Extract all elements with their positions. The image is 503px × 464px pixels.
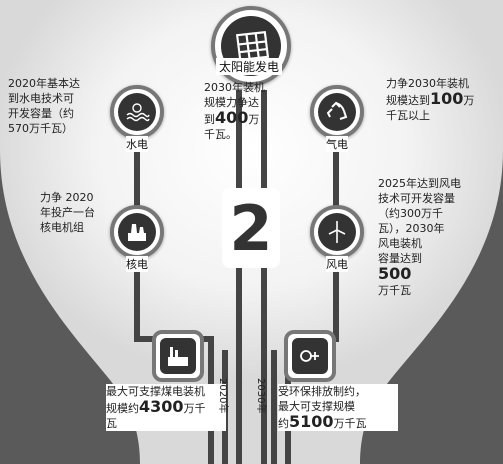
gas-text: 力争2030年装机 规模达到100万 千瓦以上: [386, 77, 475, 122]
coal-text: 最大可支撑煤电装机 规模约4300万千 瓦: [106, 384, 226, 431]
nuclear-plant-icon: [118, 213, 156, 251]
factory-icon: [160, 338, 196, 374]
emission-node: [284, 330, 336, 382]
nuclear-label: 核电: [126, 256, 148, 272]
gas-label: 气电: [326, 136, 348, 152]
gas-node: [310, 85, 364, 139]
valve-pipe-icon: [292, 338, 328, 374]
wind-label: 风电: [326, 256, 348, 272]
year-label-2030: 2030年: [255, 378, 266, 414]
recycle-icon: [318, 93, 356, 131]
wind-turbine-icon: [318, 213, 356, 251]
hydro-label: 水电: [126, 136, 148, 152]
wind-node: [310, 205, 364, 259]
hydro-node: [110, 85, 164, 139]
right-pipe-outer: [271, 350, 277, 464]
coal-plant-node: [152, 330, 204, 382]
center-number: 2: [222, 188, 280, 268]
wind-text: 2025年达到风电 技术可开发容量 （约300万千 瓦），2030年 风电装机 …: [378, 177, 461, 297]
nuclear-node: [110, 205, 164, 259]
hydro-text: 2020年基本达 到水电技术可 开发容量（约 570万千瓦）: [8, 77, 80, 135]
solar-text: 2030年装机 规模力争达 到400万 千瓦。: [204, 81, 265, 141]
center-pipe-left: [236, 90, 242, 464]
center-pipe-right: [261, 90, 267, 464]
nuclear-text: 力争 2020 年投产一台 核电机组: [40, 191, 95, 234]
emission-text: 受环保排放制约， 最大可支撑规模 约5100万千瓦: [278, 384, 398, 431]
solar-label: 太阳能发电: [216, 58, 283, 75]
year-label-2020: 2020年: [217, 378, 228, 414]
hydro-icon: [118, 93, 156, 131]
